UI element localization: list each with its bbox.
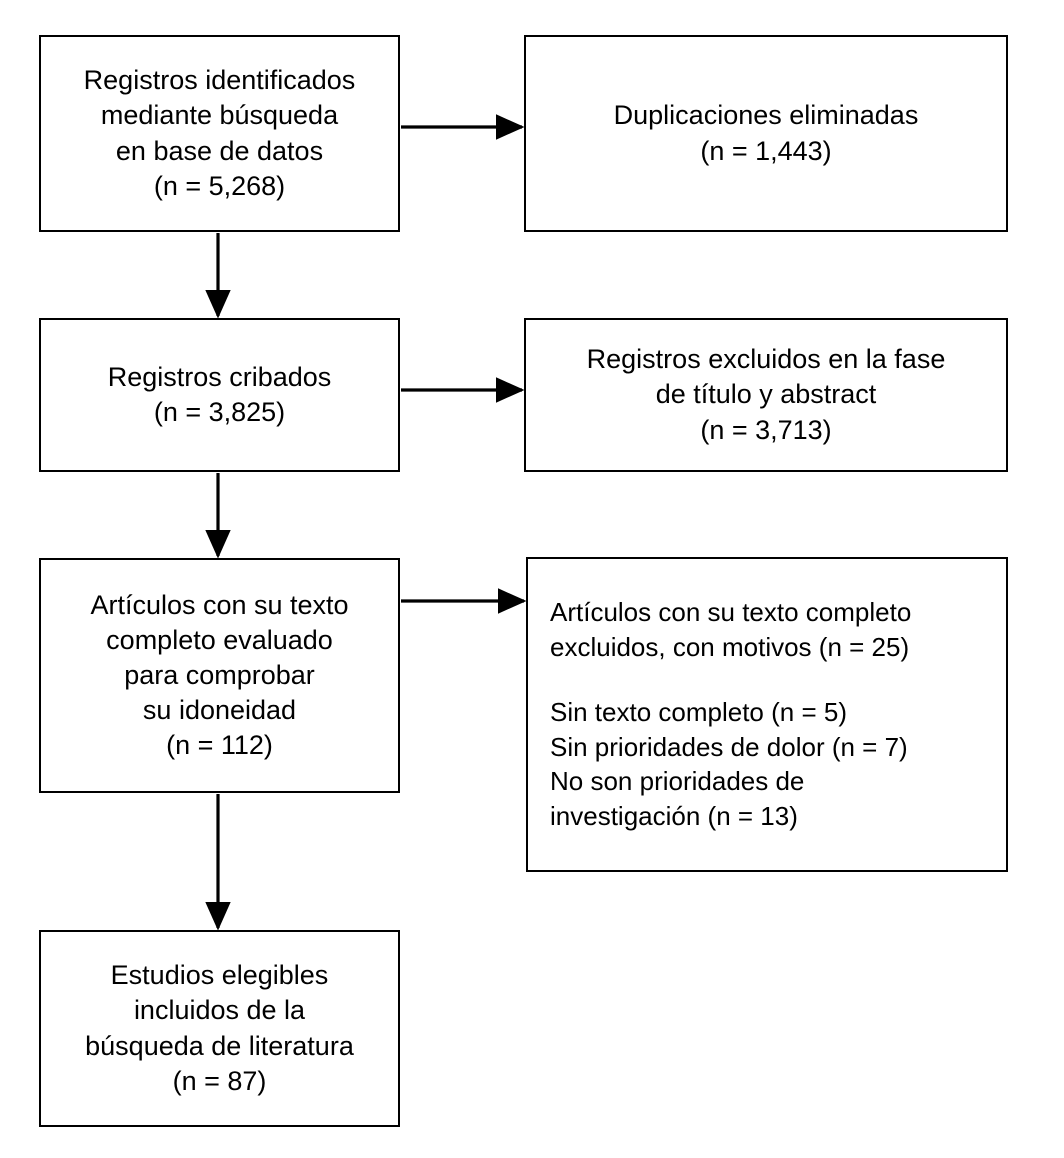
node-line: Estudios elegibles [110,960,329,991]
node-heading-line: Artículos con su texto completo [550,597,912,628]
node-records-excluded-title-abstract: Registros excluidos en la fase de título… [524,318,1008,472]
node-line: Artículos con su texto [90,589,349,620]
node-records-screened: Registros cribados (n = 3,825) [39,318,400,472]
node-line: incluidos de la [133,995,306,1026]
node-line: Registros identificados [83,65,356,96]
node-count: (n = 87) [172,1065,267,1096]
node-line: para comprobar [124,659,315,690]
node-line: Registros excluidos en la fase [586,344,946,375]
node-count: (n = 5,268) [153,170,286,201]
node-duplicates-removed: Duplicaciones eliminadas (n = 1,443) [524,35,1008,232]
node-line: Duplicaciones eliminadas [613,100,919,131]
node-line: de título y abstract [655,379,877,410]
node-count: (n = 112) [166,730,273,761]
node-reason-line: No son prioridades de [550,766,805,797]
node-fulltext-excluded-with-reasons: Artículos con su texto completo excluido… [526,557,1008,872]
node-count: (n = 1,443) [700,135,832,166]
node-count: (n = 3,713) [700,414,832,445]
node-studies-included: Estudios elegibles incluidos de la búsqu… [39,930,400,1127]
node-records-identified: Registros identificados mediante búsqued… [39,35,400,232]
node-line: completo evaluado [106,624,333,655]
node-heading-line: excluidos, con motivos (n = 25) [550,631,910,662]
node-line: Registros cribados [107,361,332,392]
node-count: (n = 3,825) [153,397,286,427]
node-fulltext-assessed: Artículos con su texto completo evaluado… [39,558,400,793]
node-reason-line: investigación (n = 13) [550,801,798,832]
node-line: en base de datos [115,135,324,166]
node-line: mediante búsqueda [100,100,339,131]
node-reason-line: Sin texto completo (n = 5) [550,696,847,727]
node-reason-line: Sin prioridades de dolor (n = 7) [550,731,908,762]
node-line: su idoneidad [142,695,297,726]
node-line: búsqueda de literatura [85,1030,354,1061]
